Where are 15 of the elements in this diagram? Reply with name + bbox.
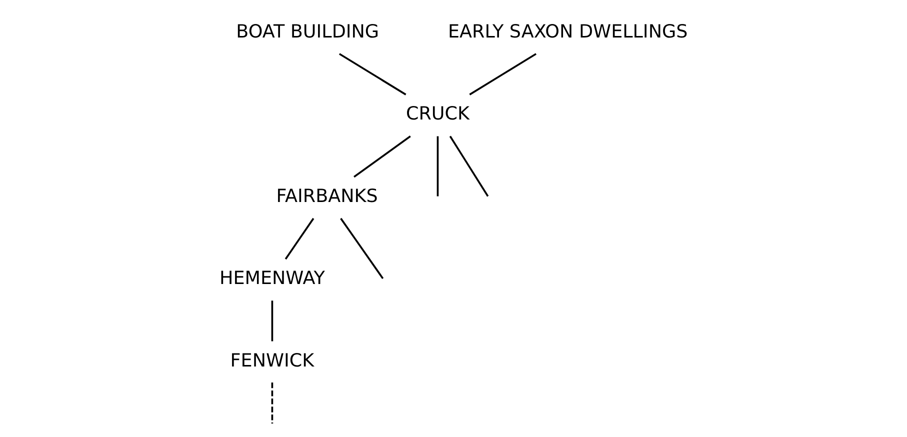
connector <box>270 382 273 424</box>
connector <box>270 300 273 342</box>
connector <box>436 136 438 196</box>
node-text: HEMENWAY <box>218 268 324 290</box>
node-text: FAIRBANKS <box>276 186 378 207</box>
connector <box>448 136 488 197</box>
connector <box>468 53 536 96</box>
node-text: BOAT BUILDING <box>236 21 379 42</box>
connector <box>353 136 410 178</box>
connector <box>338 53 406 96</box>
node-text: FENWICK <box>230 350 314 372</box>
node-text: CRUCK <box>405 104 469 125</box>
connector <box>340 218 384 280</box>
node-text: EARLY SAXON DWELLINGS <box>448 21 688 42</box>
connector <box>284 218 314 260</box>
